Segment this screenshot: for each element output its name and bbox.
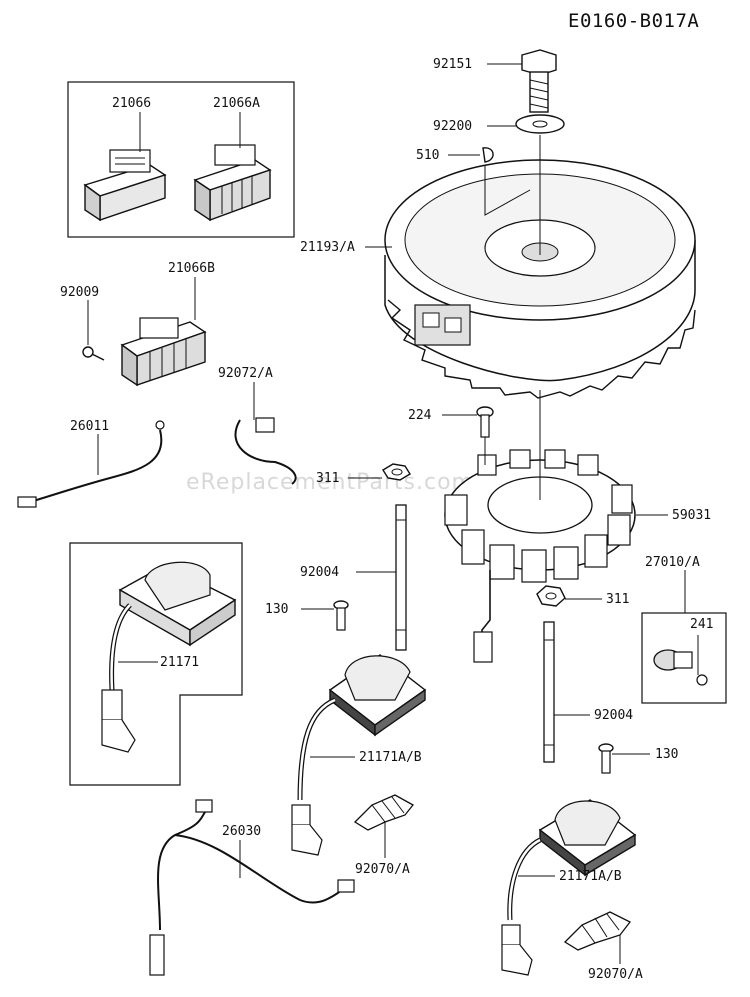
flywheel-21193 xyxy=(384,159,696,399)
label-241: 241 xyxy=(690,617,713,632)
label-59031: 59031 xyxy=(672,508,711,523)
regulator-21066 xyxy=(83,149,167,222)
label-21171: 21171 xyxy=(160,655,199,670)
label-130-lower: 130 xyxy=(655,747,678,762)
regulator-21066B xyxy=(120,317,207,387)
label-21066A: 21066A xyxy=(213,96,260,111)
label-311-upper: 311 xyxy=(316,471,339,486)
bolt-130-upper xyxy=(333,600,349,631)
screw-224 xyxy=(476,406,494,438)
regulator-21066A xyxy=(193,144,272,222)
label-26030: 26030 xyxy=(222,824,261,839)
nut-311-upper xyxy=(382,463,411,481)
label-130-upper: 130 xyxy=(265,602,288,617)
label-92200: 92200 xyxy=(433,119,472,134)
label-26011: 26011 xyxy=(70,419,109,434)
ignition-coil-21171AB-upper xyxy=(291,654,427,856)
screw-92009 xyxy=(82,346,105,361)
harness-26011 xyxy=(29,429,163,503)
label-21171AB-upper: 21171A/B xyxy=(359,750,422,765)
label-21171AB-lower: 21171A/B xyxy=(559,869,622,884)
switch-241 xyxy=(653,649,708,686)
label-92009: 92009 xyxy=(60,285,99,300)
diagram-code: E0160-B017A xyxy=(568,10,700,32)
label-21066B: 21066B xyxy=(168,261,215,276)
label-21066: 21066 xyxy=(112,96,151,111)
stud-92004-lower xyxy=(543,621,555,763)
ignition-coil-21171 xyxy=(101,561,237,753)
leader-lines xyxy=(87,63,699,964)
spark-plug-92070-lower xyxy=(563,911,631,951)
watermark: eReplacementParts.com xyxy=(186,470,474,495)
harness-92072 xyxy=(234,417,297,485)
label-92070A-lower: 92070/A xyxy=(588,967,643,982)
regulator-inset-box xyxy=(67,81,295,238)
label-92072A: 92072/A xyxy=(218,366,273,381)
stator-59031 xyxy=(444,449,636,663)
ignition-coil-21171AB-lower xyxy=(501,799,637,976)
label-27010A: 27010/A xyxy=(645,555,700,570)
nut-311-lower xyxy=(536,585,566,607)
label-510: 510 xyxy=(416,148,439,163)
bolt-130-lower xyxy=(598,743,614,774)
label-224: 224 xyxy=(408,408,432,423)
label-92151: 92151 xyxy=(433,57,472,72)
key-510 xyxy=(482,147,494,163)
washer-92200 xyxy=(515,114,565,134)
label-92070A-upper: 92070/A xyxy=(355,862,410,877)
spark-plug-92070-upper xyxy=(353,794,414,831)
label-92004-lower: 92004 xyxy=(594,708,633,723)
harness-26030 xyxy=(157,811,346,931)
ignition-coil-inset-box xyxy=(69,542,243,786)
bolt-92151 xyxy=(521,49,557,113)
label-21193A: 21193/A xyxy=(300,240,355,255)
label-92004-upper: 92004 xyxy=(300,565,339,580)
switch-inset-box xyxy=(641,612,727,704)
stud-92004-upper xyxy=(395,504,407,651)
label-311-lower: 311 xyxy=(606,592,629,607)
